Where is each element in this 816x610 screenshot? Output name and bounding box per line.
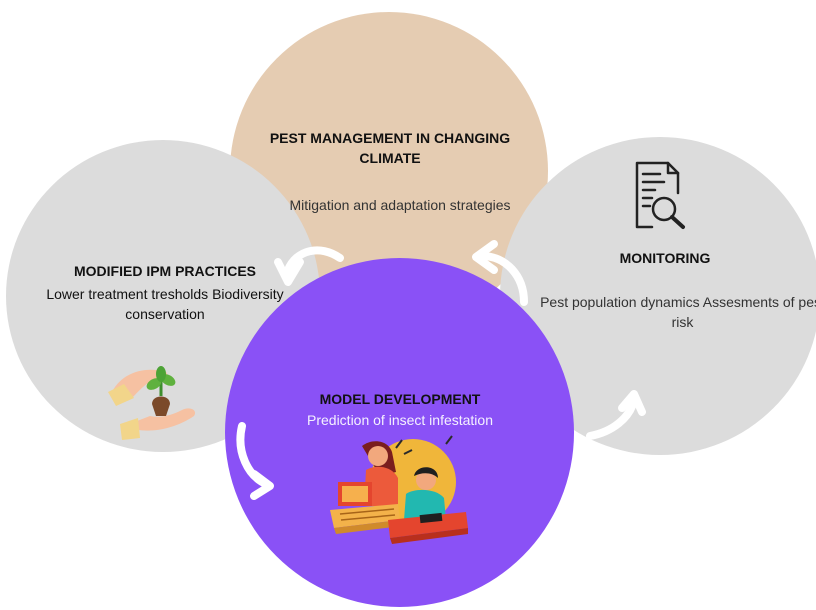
arrow-to-pest-management [472,240,528,306]
monitoring-description: Pest population dynamics Assesments of p… [540,294,816,330]
modified-ipm-description: Lower treatment tresholds Biodiversity c… [46,286,284,322]
model-development-description: Prediction of insect infestation [307,412,493,428]
plant-in-hands-icon [108,366,196,440]
people-at-computers-illustration [330,435,468,544]
document-search-icon [635,161,685,229]
modified-ipm-title: MODIFIED IPM PRACTICES [73,263,256,279]
monitoring-title: MONITORING [619,250,711,266]
pest-management-title: PEST MANAGEMENT IN CHANGING CLIMATE [269,130,511,166]
arrow-to-model-development [236,422,274,500]
arrow-to-ipm [274,246,344,286]
arrow-to-monitoring [586,390,646,440]
flow-arrows [236,240,646,500]
pest-management-description: Mitigation and adaptation strategies [289,197,511,213]
model-development-title: MODEL DEVELOPMENT [319,391,481,407]
circle-model-development [225,258,574,607]
